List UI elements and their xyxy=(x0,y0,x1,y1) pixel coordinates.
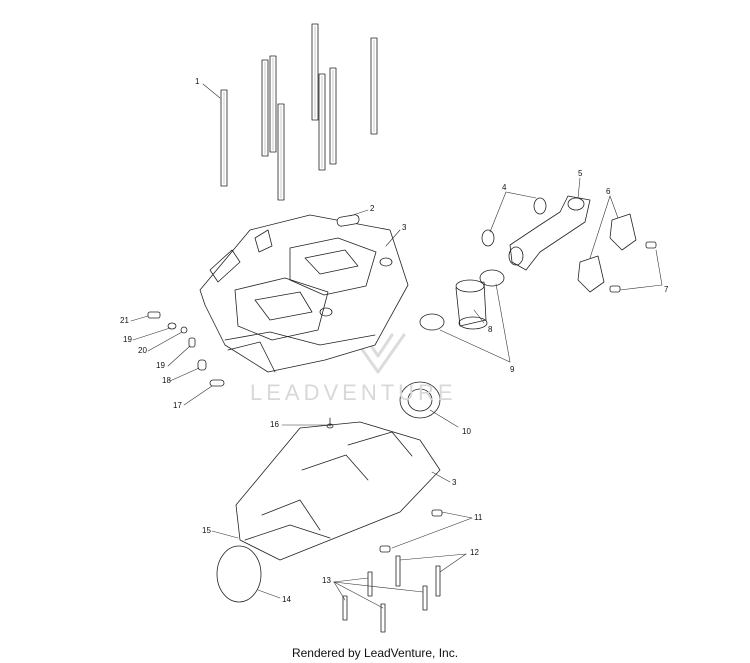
watermark-text: LEADVENTURE xyxy=(250,380,457,405)
coolant-hose xyxy=(455,279,488,330)
callout-1: 1 xyxy=(195,77,200,86)
callout-13: 13 xyxy=(322,576,331,585)
oil-seal xyxy=(399,381,441,419)
upper-crankcase xyxy=(199,214,409,373)
callout-6: 6 xyxy=(606,187,611,196)
callout-3-lower: 3 xyxy=(452,478,457,487)
hose-clamps xyxy=(419,269,505,331)
stud xyxy=(277,103,285,201)
footer-credit: Rendered by LeadVenture, Inc. xyxy=(291,646,459,660)
callout-9: 9 xyxy=(510,365,515,374)
cylinder-studs xyxy=(220,23,378,201)
callout-11: 11 xyxy=(474,513,483,522)
callout-14: 14 xyxy=(282,595,291,604)
leader-lines xyxy=(130,83,663,609)
o-rings xyxy=(481,197,547,247)
callout-16: 16 xyxy=(270,420,279,429)
callout-5: 5 xyxy=(578,169,583,178)
lower-crankcase xyxy=(235,417,441,561)
small-hardware xyxy=(147,311,225,387)
callout-3-upper: 3 xyxy=(402,223,407,232)
callout-20: 20 xyxy=(138,346,147,355)
callout-7: 7 xyxy=(664,285,669,294)
callout-10: 10 xyxy=(462,427,471,436)
callout-17: 17 xyxy=(173,401,182,410)
dowel-pin xyxy=(336,214,360,227)
callout-19-b: 19 xyxy=(156,361,165,370)
callout-15: 15 xyxy=(202,526,211,535)
callout-19-a: 19 xyxy=(123,335,132,344)
coolant-elbow xyxy=(508,195,591,271)
bolts-7 xyxy=(609,241,657,293)
stud xyxy=(269,55,277,153)
stud xyxy=(329,67,337,165)
callout-4: 4 xyxy=(502,183,507,192)
bolts-lower xyxy=(342,509,443,633)
callout-2: 2 xyxy=(370,204,375,213)
callout-18: 18 xyxy=(162,376,171,385)
stud xyxy=(311,23,319,121)
callout-21: 21 xyxy=(120,316,129,325)
stud xyxy=(220,89,228,187)
callout-8: 8 xyxy=(488,325,493,334)
shift-forks xyxy=(577,213,637,293)
stud xyxy=(318,73,326,171)
stud xyxy=(370,37,378,135)
stud xyxy=(261,59,269,157)
snap-ring xyxy=(216,545,262,603)
callout-12: 12 xyxy=(470,548,479,557)
